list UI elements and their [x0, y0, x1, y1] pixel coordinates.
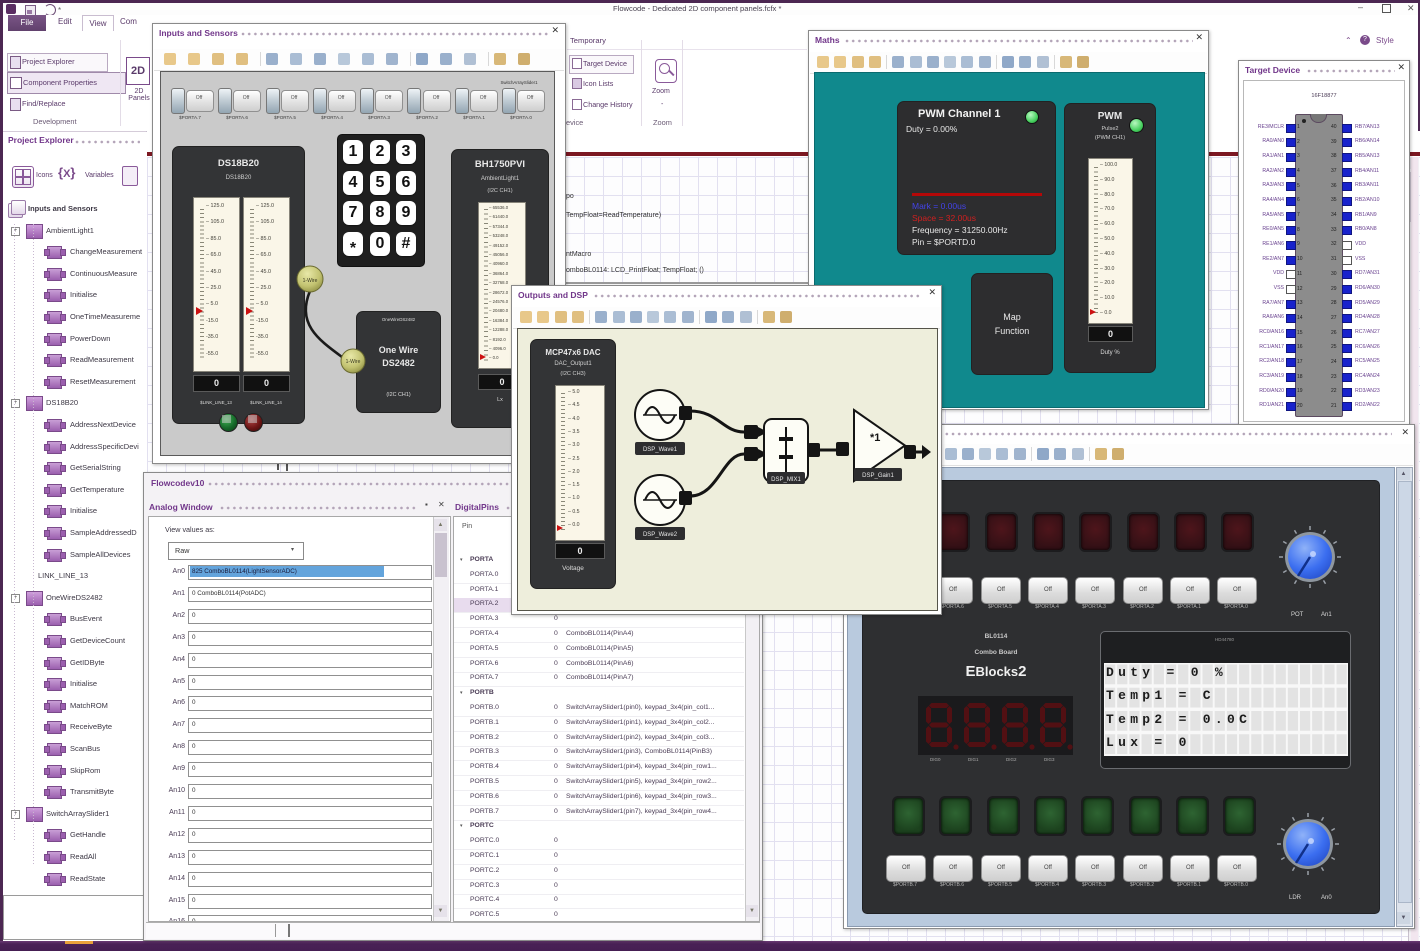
svg-text:DSP_MIX1: DSP_MIX1	[771, 477, 801, 483]
svg-text:DSP_Wave2: DSP_Wave2	[643, 532, 678, 538]
svg-text:DSP_Wave1: DSP_Wave1	[643, 447, 678, 453]
svg-text:*1: *1	[870, 432, 880, 444]
svg-text:DSP_Gain1: DSP_Gain1	[862, 473, 894, 479]
svg-text:1-Wire: 1-Wire	[303, 278, 318, 284]
svg-text:1-Wire: 1-Wire	[346, 359, 361, 365]
